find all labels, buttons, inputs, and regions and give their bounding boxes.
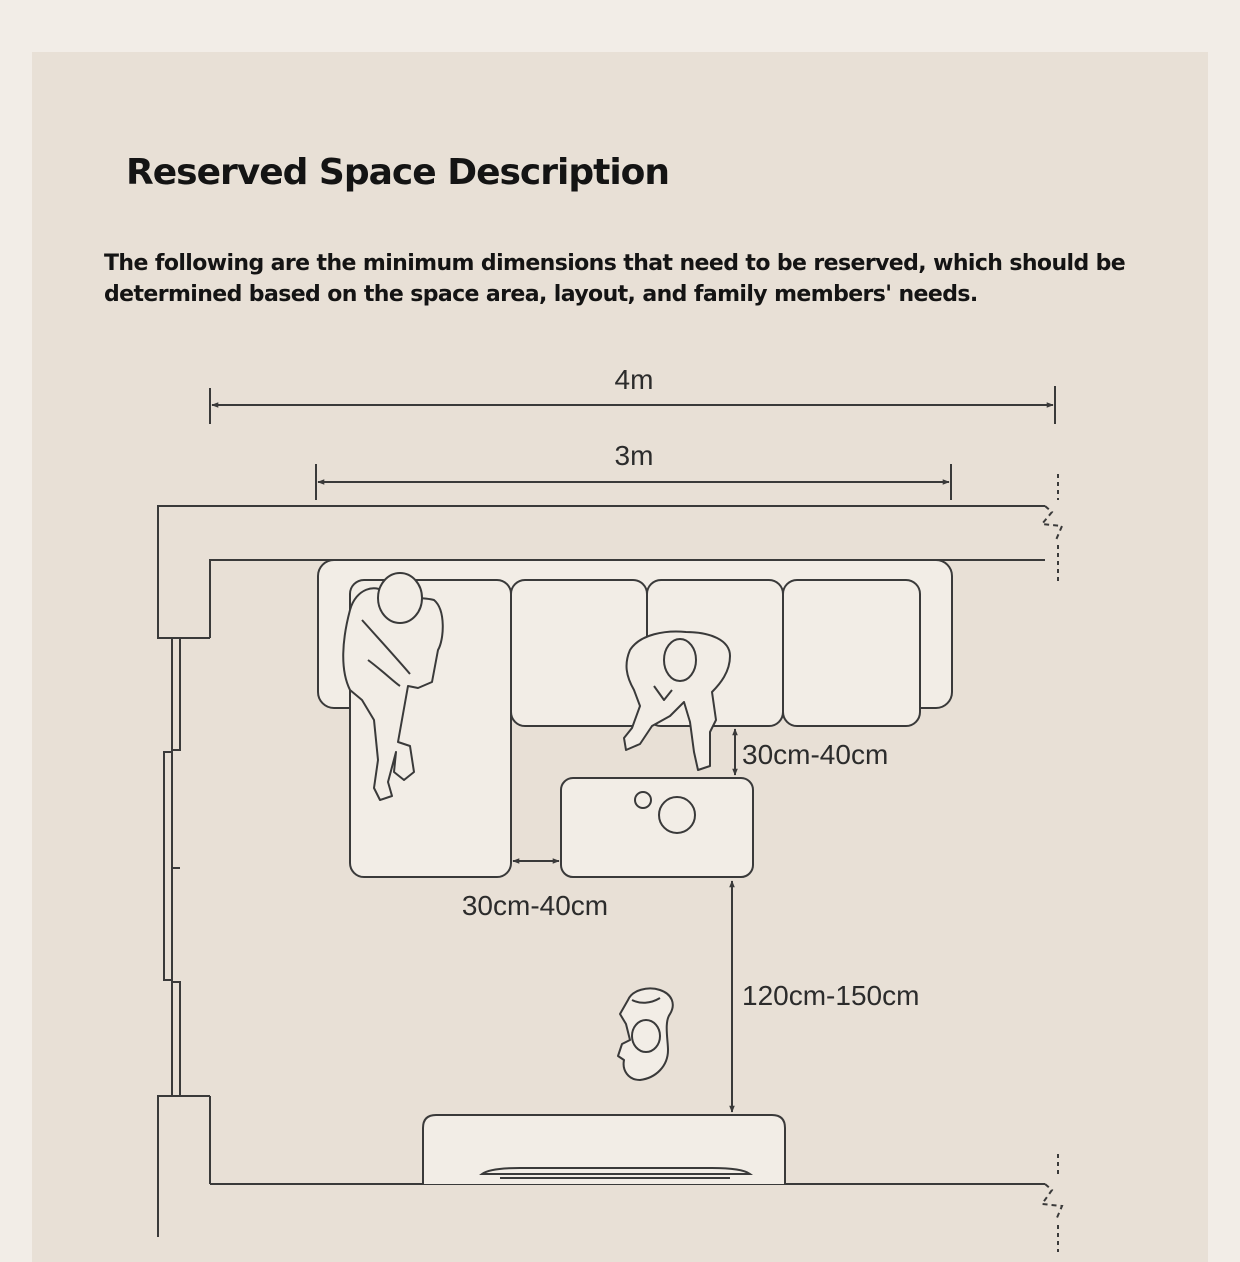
total-width-label: 4m bbox=[615, 364, 654, 395]
sofa-cushion bbox=[782, 579, 921, 727]
sofa-width-label: 3m bbox=[615, 440, 654, 471]
chaise-table-gap-dimension: 30cm-40cm bbox=[462, 858, 608, 921]
page-description: The following are the minimum dimensions… bbox=[104, 251, 1126, 307]
sofa-table-gap-dimension: 30cm-40cm bbox=[732, 728, 888, 776]
table-tv-gap-label: 120cm-150cm bbox=[742, 980, 919, 1011]
cup-icon bbox=[634, 791, 652, 809]
sofa-cushion bbox=[510, 579, 648, 727]
coffee-table bbox=[560, 777, 754, 878]
chaise-table-gap-label: 30cm-40cm bbox=[462, 890, 608, 921]
seated-person-figure bbox=[623, 630, 731, 771]
plate-icon bbox=[658, 796, 696, 834]
sofa-width-dimension: 3m bbox=[315, 440, 952, 500]
reclining-person-figure bbox=[342, 572, 444, 801]
room-walls bbox=[157, 474, 1064, 1252]
tv-screen bbox=[478, 1167, 754, 1175]
child-figure bbox=[617, 987, 674, 1081]
sofa-table-gap-label: 30cm-40cm bbox=[742, 739, 888, 770]
total-width-dimension: 4m bbox=[209, 364, 1056, 424]
tv-cabinet bbox=[422, 1114, 786, 1184]
table-tv-gap-dimension: 120cm-150cm bbox=[729, 880, 919, 1113]
page-title: Reserved Space Description bbox=[126, 152, 670, 193]
